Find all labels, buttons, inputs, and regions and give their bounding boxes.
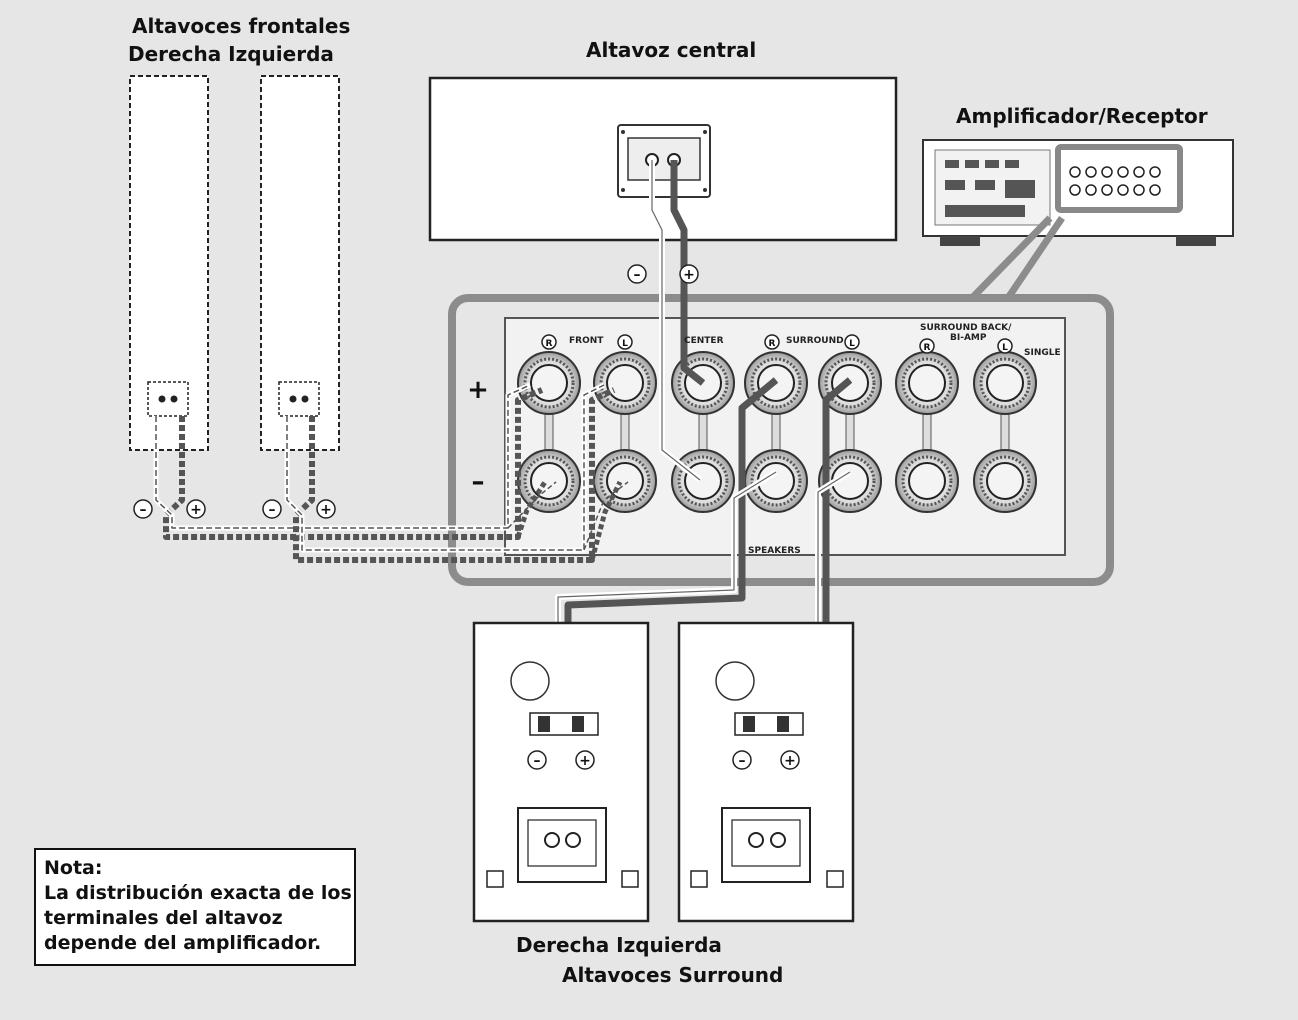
panel-l-marker: L [622,339,628,349]
polarity-markers [133,264,1013,770]
front-speaker-left [260,75,340,451]
polarity-signs: – + – + – + – + – + R L R L R L + – [140,267,1009,769]
surround-sides-label: Derecha Izquierda [516,933,722,957]
surround-speaker-right [472,621,650,923]
panel-plus-sign: + [467,375,489,405]
terminal-ring [901,357,953,409]
front-speakers-title: Altavoces frontales [132,14,351,38]
front-speaker-right [129,75,209,451]
panel-surround-label: SURROUND [786,336,844,346]
panel-speakers-label: SPEAKERS [748,546,801,556]
terminal-post [986,364,1024,402]
polarity-minus: – [140,502,147,518]
center-speaker-label: Altavoz central [586,38,757,62]
terminal-ring [979,455,1031,507]
terminal-ring [523,357,575,409]
panel-r-marker: R [924,343,931,353]
panel-surround-back-label: SURROUND BACK/ [920,323,1012,333]
panel-r-marker: R [769,339,776,349]
polarity-minus: – [534,753,541,769]
panel-front-label: FRONT [569,336,604,346]
note-line: La distribución exacta de los [44,882,352,904]
terminal-ring [979,357,1031,409]
terminal-post [530,364,568,402]
terminal-post [530,462,568,500]
amplifier-label: Amplificador/Receptor [956,104,1208,128]
center-speaker [428,76,898,242]
center-wires [649,160,706,483]
panel-center-label: CENTER [684,336,724,346]
terminal-post [606,364,644,402]
terminal-ring [599,455,651,507]
terminal-post [908,462,946,500]
polarity-plus: + [579,753,591,769]
panel-single-label: SINGLE [1024,348,1061,358]
zoom-callout [969,215,1065,301]
note-title: Nota: [44,857,103,879]
terminal-post [986,462,1024,500]
terminal-ring [750,455,802,507]
panel-bi-amp-label: BI-AMP [950,333,987,343]
front-wires [153,382,629,563]
terminal-ring [901,455,953,507]
polarity-plus: + [190,502,202,518]
note-line: terminales del altavoz [44,907,283,929]
note-line: depende del amplificador. [44,932,322,954]
polarity-minus: – [634,267,641,283]
polarity-plus: + [320,502,332,518]
terminal-post [684,462,722,500]
terminal-ring [523,455,575,507]
amplifier-receiver [922,139,1234,246]
panel-l-marker: L [849,339,855,349]
polarity-plus: + [784,753,796,769]
panel-r-marker: R [546,339,553,349]
terminal-post [908,364,946,402]
terminal-ring [599,357,651,409]
panel-l-marker: L [1002,343,1008,353]
terminal-ring [677,455,729,507]
polarity-minus: – [739,753,746,769]
panel-minus-sign: – [472,467,485,497]
terminal-ring [677,357,729,409]
surround-speakers-label: Altavoces Surround [562,963,784,987]
surround-speaker-left [677,621,855,923]
polarity-minus: – [269,502,276,518]
polarity-plus: + [683,267,695,283]
terminal-ring [824,357,876,409]
terminal-ring [824,455,876,507]
terminal-ring [750,357,802,409]
note-box: Nota: La distribución exacta de los term… [34,848,356,966]
front-speakers-sides: Derecha Izquierda [128,42,334,66]
